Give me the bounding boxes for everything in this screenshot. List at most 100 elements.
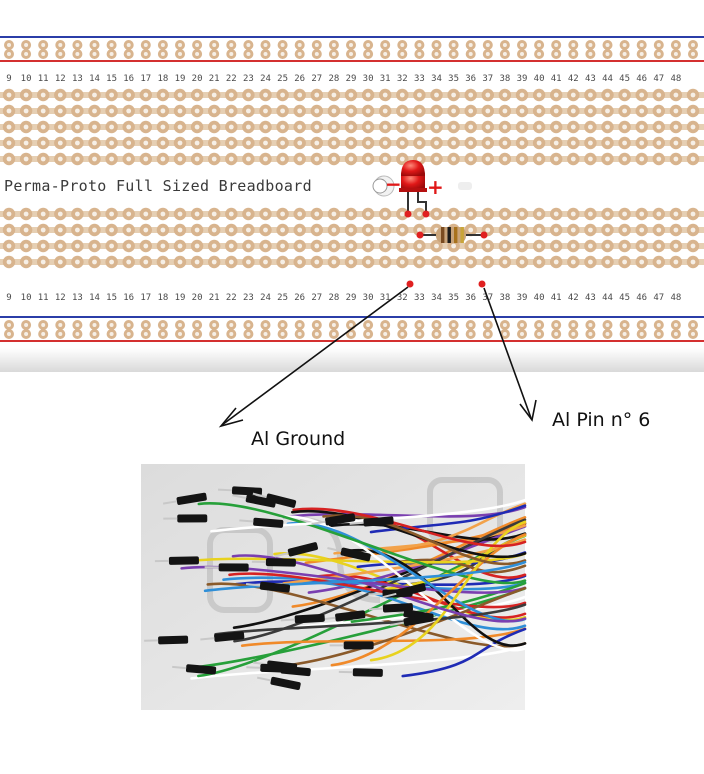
jumper-plug: [172, 664, 217, 675]
column-number: 41: [551, 293, 562, 303]
column-number: 38: [499, 293, 510, 303]
resistor-band: [460, 227, 464, 243]
jumper-wire-plugs: [144, 486, 434, 691]
column-number: 38: [499, 74, 510, 84]
column-number: 10: [21, 74, 32, 84]
pin6-label: Al Pin n° 6: [552, 409, 650, 431]
column-number: 9: [6, 74, 11, 84]
resistor-band: [454, 227, 458, 243]
jumper-plug: [239, 517, 284, 528]
jumper-plug: [382, 583, 426, 599]
column-number: 20: [192, 293, 203, 303]
column-number: 18: [157, 74, 168, 84]
jumper-plug: [280, 613, 325, 624]
column-number: 24: [260, 74, 271, 84]
column-number: 43: [585, 293, 596, 303]
column-number: 32: [397, 293, 408, 303]
column-number: 25: [277, 74, 288, 84]
column-number: 26: [294, 293, 305, 303]
resistor-bands: [441, 227, 464, 243]
column-number: 10: [21, 293, 32, 303]
jumper-plug: [256, 676, 301, 691]
ground-label: Al Ground: [251, 428, 345, 450]
column-number: 47: [653, 293, 664, 303]
column-number: 41: [551, 74, 562, 84]
column-number: 44: [602, 74, 613, 84]
power-rails-top: [0, 36, 704, 62]
jumper-plug: [245, 581, 291, 593]
pin6-connection-point: [478, 280, 486, 288]
jumper-plug: [389, 613, 434, 627]
column-number: 39: [517, 74, 528, 84]
jumper-plug: [200, 631, 245, 642]
column-number: 33: [414, 293, 425, 303]
column-number: 32: [397, 74, 408, 84]
column-number: 29: [346, 74, 357, 84]
column-number: 16: [123, 74, 134, 84]
column-number: 45: [619, 74, 630, 84]
led-plus-label: +: [427, 175, 444, 199]
column-number: 47: [653, 74, 664, 84]
column-number: 9: [6, 293, 11, 303]
column-number: 13: [72, 293, 83, 303]
column-number: 11: [38, 74, 49, 84]
jumper-plug: [252, 492, 297, 508]
column-number: 22: [226, 293, 237, 303]
column-number: 46: [636, 293, 647, 303]
column-number: 21: [209, 293, 220, 303]
resistor-band: [441, 227, 445, 243]
column-number: 20: [192, 74, 203, 84]
jumper-wire: [184, 552, 527, 564]
jumper-plug: [349, 516, 394, 527]
resistor-pin-right: [480, 231, 488, 239]
column-number: 15: [106, 293, 117, 303]
column-number: 26: [294, 74, 305, 84]
board-title: Perma-Proto Full Sized Breadboard: [4, 177, 312, 195]
column-number: 30: [363, 293, 374, 303]
resistor[interactable]: [416, 227, 488, 243]
resistor-pin-left: [416, 231, 424, 239]
arrow-to-ground: [218, 286, 409, 428]
column-number: 28: [328, 293, 339, 303]
jumper-plug: [311, 513, 356, 526]
jumper-plug: [154, 556, 199, 565]
column-number: 15: [106, 74, 117, 84]
jumper-plug: [329, 641, 374, 650]
column-number: 45: [619, 293, 630, 303]
breadboard-holes: [0, 88, 704, 269]
column-number: 19: [175, 293, 186, 303]
column-number: 35: [448, 74, 459, 84]
jumper-wire: [398, 558, 527, 574]
led[interactable]: − +: [385, 160, 444, 218]
column-number: 42: [568, 293, 579, 303]
column-number: 18: [157, 293, 168, 303]
column-number: 34: [431, 74, 442, 84]
column-number: 12: [55, 74, 66, 84]
jumper-plug: [368, 603, 414, 613]
column-number: 22: [226, 74, 237, 84]
column-number: 39: [517, 293, 528, 303]
jumper-plug: [251, 558, 296, 567]
column-number: 46: [636, 74, 647, 84]
led-cathode-pin: [404, 210, 412, 218]
led-minus-label: −: [385, 172, 402, 196]
jumper-wire: [214, 603, 527, 636]
led-anode-pin: [422, 210, 430, 218]
column-number: 28: [328, 74, 339, 84]
column-number: 31: [380, 74, 391, 84]
column-number: 27: [311, 293, 322, 303]
column-number: 35: [448, 293, 459, 303]
jumper-wire: [283, 586, 527, 668]
column-number: 27: [311, 74, 322, 84]
jumper-plug: [144, 635, 189, 645]
column-number: 21: [209, 74, 220, 84]
column-number: 23: [243, 74, 254, 84]
jumper-plug: [338, 668, 383, 677]
power-rails-bottom: [0, 316, 704, 342]
jumper-plug: [232, 494, 276, 508]
column-number: 13: [72, 74, 83, 84]
column-number: 40: [534, 293, 545, 303]
column-number: 14: [89, 293, 100, 303]
column-number: 29: [346, 293, 357, 303]
